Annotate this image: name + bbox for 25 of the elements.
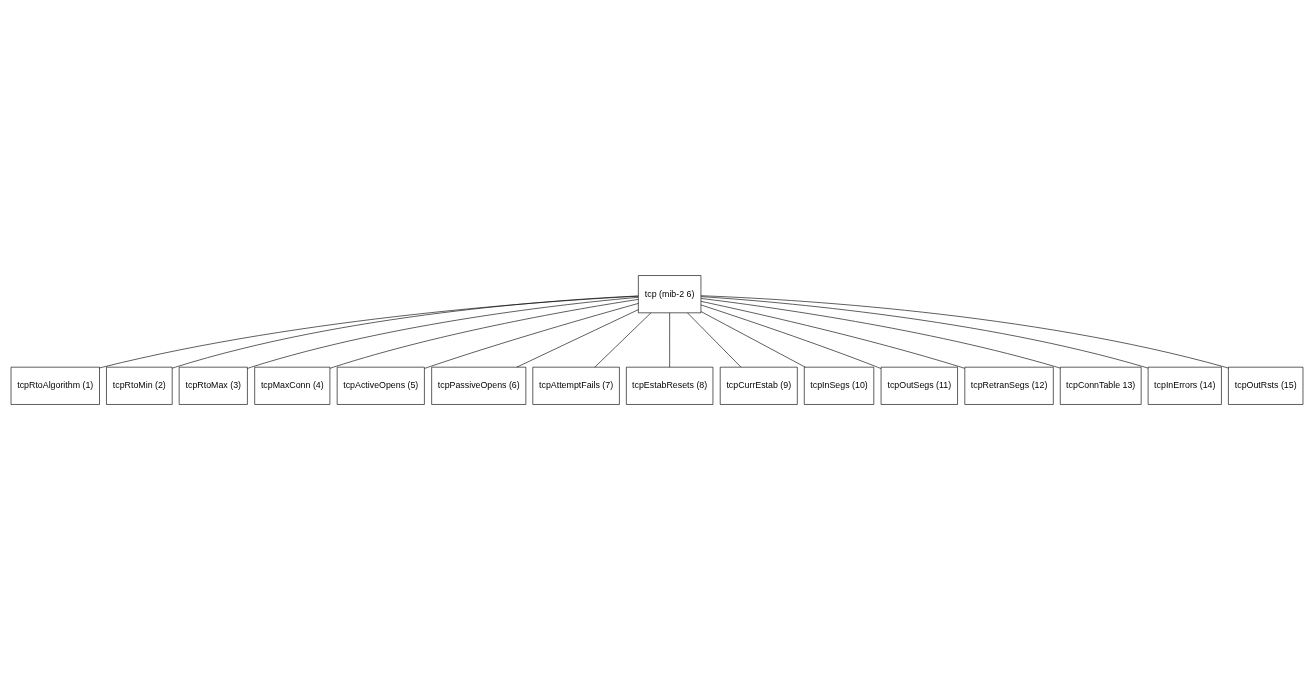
connector bbox=[329, 298, 639, 369]
node-box: tcpRtoMin (2) bbox=[106, 366, 173, 405]
connector bbox=[700, 300, 965, 369]
node-box: tcpConnTable 13) bbox=[1059, 366, 1142, 405]
node-box: tcpRetranSegs (12) bbox=[964, 366, 1054, 405]
node-box: tcpInSegs (10) bbox=[803, 366, 875, 405]
node-box: tcpActiveOpens (5) bbox=[336, 366, 425, 405]
node-box: tcpOutRsts (15) bbox=[1228, 366, 1304, 405]
node-box: tcp (mib-2 6) bbox=[638, 274, 702, 313]
connector bbox=[700, 294, 1229, 368]
node-box: tcpAttemptFails (7) bbox=[532, 366, 620, 405]
connector bbox=[700, 310, 806, 367]
node-box: tcpRtoAlgorithm (1) bbox=[10, 366, 100, 405]
node-box: tcpRtoMax (3) bbox=[178, 366, 248, 405]
node-box: tcpPassiveOpens (6) bbox=[431, 366, 527, 405]
connector bbox=[594, 312, 652, 367]
node-box: tcpOutSegs (11) bbox=[880, 366, 958, 405]
node-box: tcpMaxConn (4) bbox=[254, 366, 331, 405]
connector bbox=[424, 302, 639, 369]
node-box: tcpEstabResets (8) bbox=[626, 366, 714, 405]
connector bbox=[700, 295, 1149, 368]
node-box: tcpInErrors (14) bbox=[1147, 366, 1222, 405]
connector bbox=[247, 296, 639, 369]
connector bbox=[700, 297, 1061, 368]
node-box: tcpCurrEstab (9) bbox=[719, 366, 798, 405]
